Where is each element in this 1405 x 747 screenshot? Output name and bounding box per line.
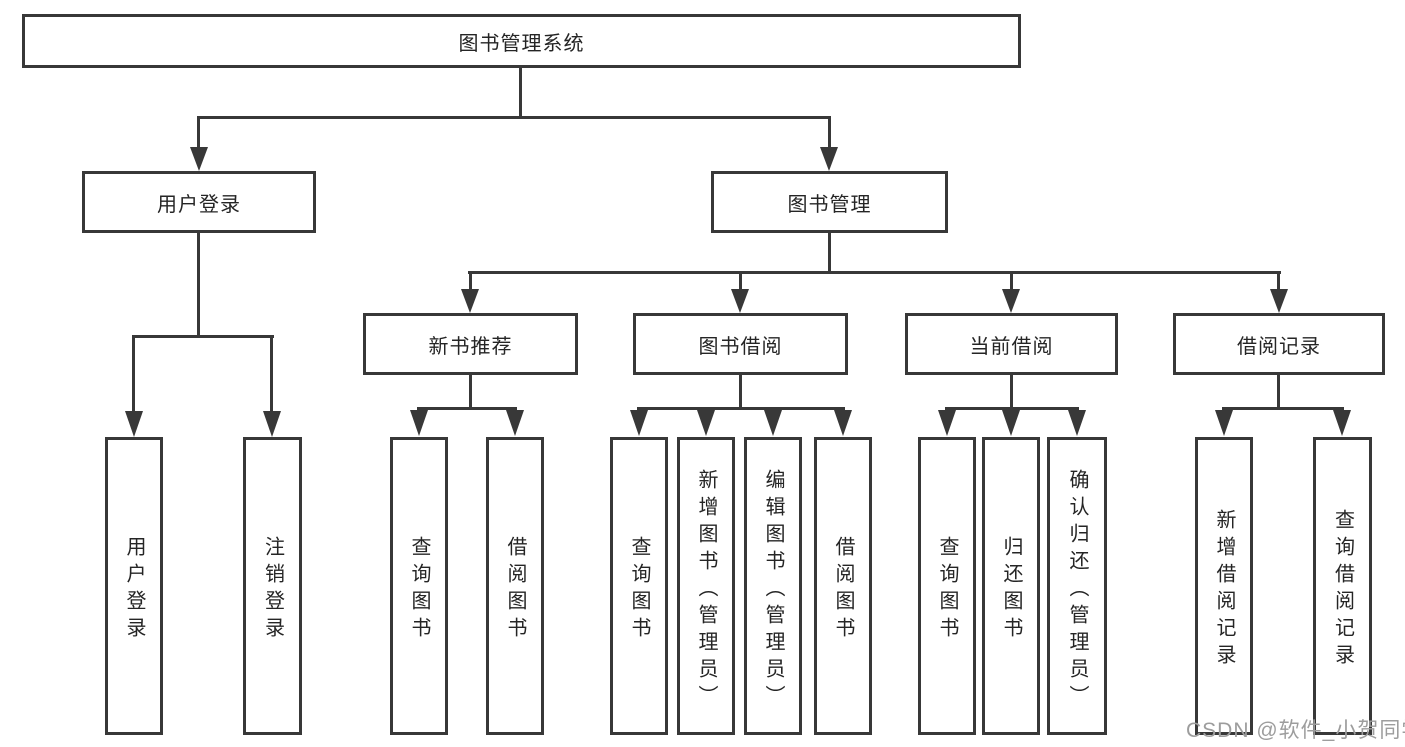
leaf-logout: 注销登录: [243, 437, 302, 735]
arrow-down-icon: [190, 147, 208, 171]
arrow-down-icon: [263, 411, 281, 437]
connector-book-borrowing-stem: [739, 375, 742, 410]
leaf-add-book-admin: 新增图书（管理员）: [677, 437, 735, 735]
arrow-down-icon: [697, 410, 715, 436]
arrow-down-icon: [630, 410, 648, 436]
connector-drop-leaf-logout: [270, 337, 273, 413]
connector-drop-book-management: [828, 118, 831, 151]
connector-drop-leaf-user-login: [132, 337, 135, 413]
arrow-down-icon: [410, 410, 428, 436]
node-borrowing-records: 借阅记录: [1173, 313, 1385, 375]
arrow-down-icon: [1270, 289, 1288, 313]
leaf-add-borrow-record: 新增借阅记录: [1195, 437, 1253, 735]
connector-book-management-stem: [828, 233, 831, 274]
leaf-borrow-books-recommend: 借阅图书: [486, 437, 544, 735]
arrow-down-icon: [1002, 289, 1020, 313]
node-library-management-system: 图书管理系统: [22, 14, 1021, 68]
arrow-down-icon: [1215, 410, 1233, 436]
leaf-query-books-borrow: 查询图书: [610, 437, 668, 735]
connector-root-branch: [197, 116, 831, 119]
csdn-watermark: CSDN @软件_小贺同学: [1186, 719, 1405, 742]
leaf-query-books-recommend: 查询图书: [390, 437, 448, 735]
leaf-return-book: 归还图书: [982, 437, 1040, 735]
connector-borrowing-records-branch: [1222, 407, 1344, 410]
arrow-down-icon: [1068, 410, 1086, 436]
arrow-down-icon: [731, 289, 749, 313]
connector-book-management-branch: [468, 271, 1281, 274]
connector-current-borrowing-branch: [945, 407, 1079, 410]
node-book-management: 图书管理: [711, 171, 948, 233]
arrow-down-icon: [764, 410, 782, 436]
connector-new-book-stem: [469, 375, 472, 410]
connector-drop-current-borrowing: [1010, 273, 1013, 291]
connector-drop-user-login: [197, 118, 200, 151]
connector-drop-book-borrowing: [739, 273, 742, 291]
connector-new-book-branch: [417, 407, 517, 410]
connector-drop-new-book: [469, 273, 472, 291]
arrow-down-icon: [125, 411, 143, 437]
node-current-borrowing: 当前借阅: [905, 313, 1118, 375]
connector-current-borrowing-stem: [1010, 375, 1013, 410]
leaf-edit-book-admin: 编辑图书（管理员）: [744, 437, 802, 735]
arrow-down-icon: [1333, 410, 1351, 436]
connector-borrowing-records-stem: [1277, 375, 1280, 410]
node-new-book-recommendation: 新书推荐: [363, 313, 578, 375]
arrow-down-icon: [820, 147, 838, 171]
connector-root-stem: [519, 68, 522, 119]
leaf-borrow-books-borrow: 借阅图书: [814, 437, 872, 735]
arrow-down-icon: [834, 410, 852, 436]
arrow-down-icon: [461, 289, 479, 313]
leaf-user-login: 用户登录: [105, 437, 163, 735]
connector-user-login-stem: [197, 233, 200, 337]
arrow-down-icon: [938, 410, 956, 436]
arrow-down-icon: [506, 410, 524, 436]
connector-drop-borrowing-records: [1277, 273, 1280, 291]
leaf-query-books-current: 查询图书: [918, 437, 976, 735]
node-book-borrowing: 图书借阅: [633, 313, 848, 375]
arrow-down-icon: [1002, 410, 1020, 436]
connector-book-borrowing-branch: [637, 407, 845, 410]
connector-user-login-branch: [132, 335, 274, 338]
leaf-query-borrow-record: 查询借阅记录: [1313, 437, 1372, 735]
leaf-confirm-return-admin: 确认归还（管理员）: [1047, 437, 1107, 735]
node-user-login: 用户登录: [82, 171, 316, 233]
